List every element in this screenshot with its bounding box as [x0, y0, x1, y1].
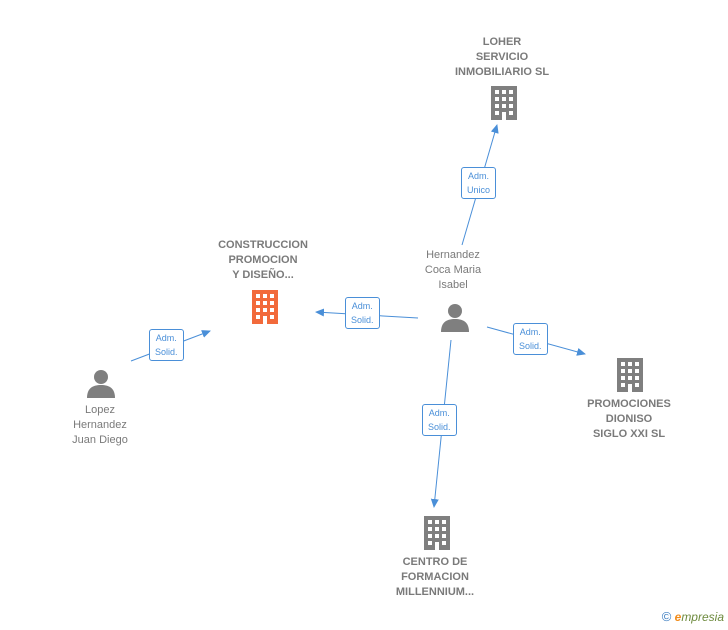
brand-e: e — [674, 610, 682, 624]
building-icon — [252, 290, 278, 324]
relation-badge-promociones[interactable]: Adm. Solid. — [513, 323, 548, 355]
empresia-logo: © empresia — [662, 609, 724, 624]
person-icon — [441, 304, 469, 332]
node-centro[interactable]: CENTRO DE FORMACION MILLENNIUM... — [380, 555, 490, 600]
node-label: Hernandez Coca Maria Isabel — [424, 249, 482, 291]
node-label: Lopez Hernandez Juan Diego — [72, 404, 128, 446]
node-label: CENTRO DE FORMACION MILLENNIUM... — [395, 556, 475, 598]
relation-badge-construccion-hernandez[interactable]: Adm. Solid. — [345, 297, 380, 329]
relation-badge-centro[interactable]: Adm. Solid. — [422, 404, 457, 436]
node-construccion[interactable]: CONSTRUCCION PROMOCION Y DISEÑO... — [200, 238, 326, 283]
building-icon — [424, 516, 450, 550]
node-label: CONSTRUCCION PROMOCION Y DISEÑO... — [218, 239, 308, 281]
relation-badge-loher[interactable]: Adm. Unico — [461, 167, 497, 199]
copyright-symbol: © — [661, 609, 672, 624]
building-icon — [617, 358, 643, 392]
node-promociones[interactable]: PROMOCIONES DIONISO SIGLO XXI SL — [574, 397, 684, 442]
node-label: PROMOCIONES DIONISO SIGLO XXI SL — [587, 398, 671, 440]
brand-name: mpresia — [681, 610, 724, 624]
node-label: LOHER SERVICIO INMOBILIARIO SL — [454, 36, 550, 78]
person-icon — [87, 370, 115, 398]
node-loher[interactable]: LOHER SERVICIO INMOBILIARIO SL — [440, 35, 564, 80]
relation-badge-construccion-lopez[interactable]: Adm. Solid. — [149, 329, 184, 361]
building-icon — [491, 86, 517, 120]
node-lopez[interactable]: Lopez Hernandez Juan Diego — [50, 403, 150, 448]
node-hernandez-coca[interactable]: Hernandez Coca Maria Isabel — [400, 248, 506, 293]
